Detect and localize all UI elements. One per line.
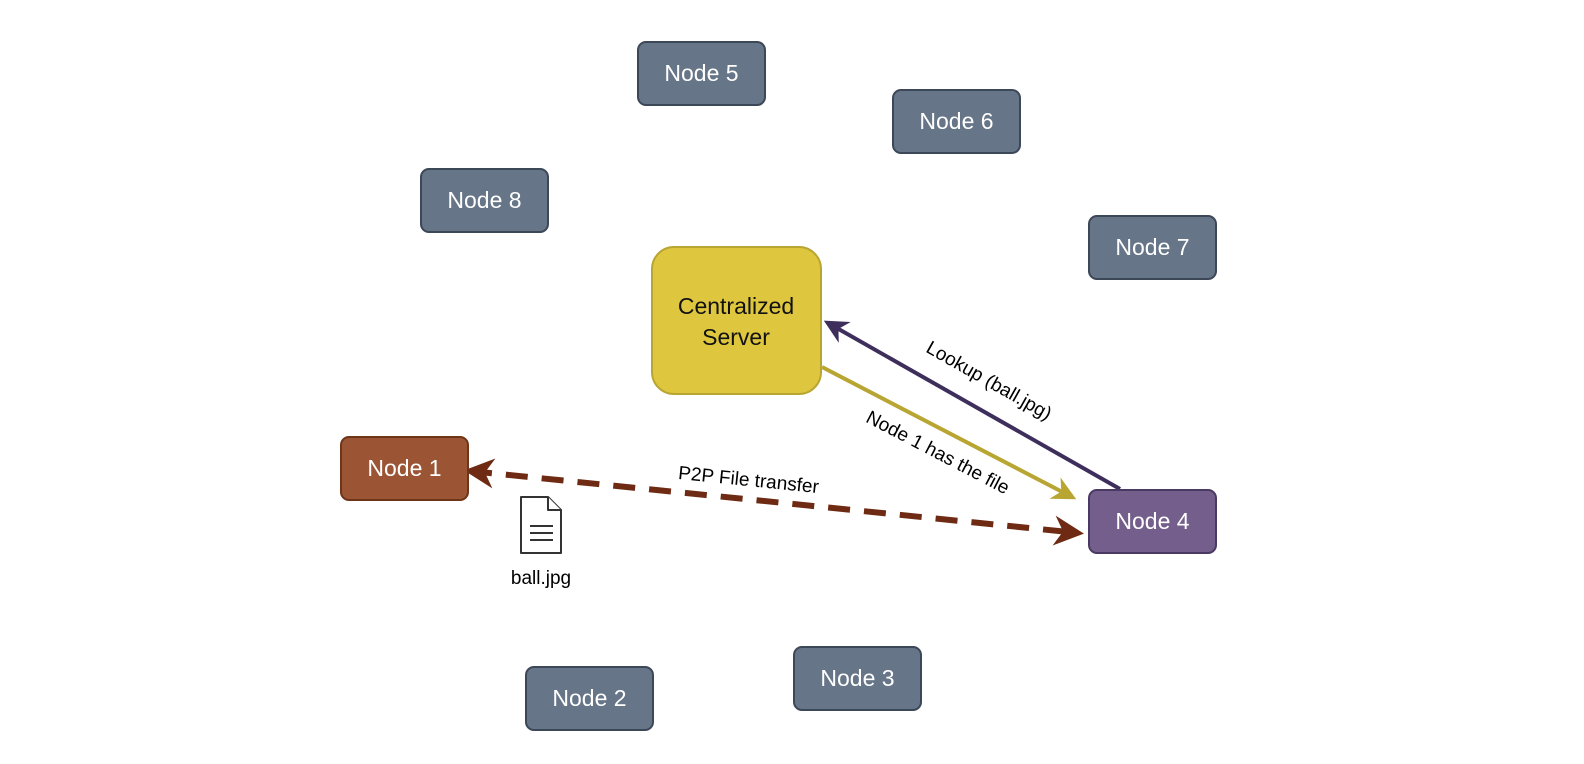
- node-5[interactable]: Node 5: [637, 41, 766, 106]
- node-5-box: [637, 41, 766, 106]
- server-label-line2: Server: [702, 324, 770, 350]
- server-box: [651, 246, 822, 395]
- server-label-line1: Centralized: [678, 293, 794, 319]
- node-1-box: [340, 436, 469, 501]
- file-label: ball.jpg: [511, 568, 571, 589]
- node-6-label: Node 6: [919, 108, 993, 134]
- edge-reply: Node 1 has the file: [821, 365, 1077, 500]
- transfer-arrow: [464, 458, 1084, 546]
- node-1[interactable]: Node 1: [340, 436, 469, 501]
- node-2[interactable]: Node 2: [525, 666, 654, 731]
- node-1-label: Node 1: [367, 455, 441, 481]
- node-6[interactable]: Node 6: [892, 89, 1021, 154]
- node-6-box: [892, 89, 1021, 154]
- node-7-label: Node 7: [1115, 234, 1189, 260]
- file-ball[interactable]: ball.jpg: [511, 496, 571, 589]
- node-8-label: Node 8: [447, 187, 521, 213]
- node-4[interactable]: Node 4: [1088, 489, 1217, 554]
- node-3-label: Node 3: [820, 665, 894, 691]
- centralized-server[interactable]: Centralized Server: [651, 246, 822, 395]
- document-icon: [520, 496, 562, 554]
- node-7-box: [1088, 215, 1217, 280]
- node-3-box: [793, 646, 922, 711]
- reply-arrow: [821, 365, 1077, 500]
- node-2-box: [525, 666, 654, 731]
- node-7[interactable]: Node 7: [1088, 215, 1217, 280]
- node-4-box: [1088, 489, 1217, 554]
- node-5-label: Node 5: [664, 60, 738, 86]
- node-2-label: Node 2: [552, 685, 626, 711]
- lookup-arrow: [823, 320, 1121, 491]
- node-8[interactable]: Node 8: [420, 168, 549, 233]
- node-8-box: [420, 168, 549, 233]
- node-4-label: Node 4: [1115, 508, 1189, 534]
- lookup-label: Lookup (ball.jpg): [922, 337, 1055, 424]
- node-3[interactable]: Node 3: [793, 646, 922, 711]
